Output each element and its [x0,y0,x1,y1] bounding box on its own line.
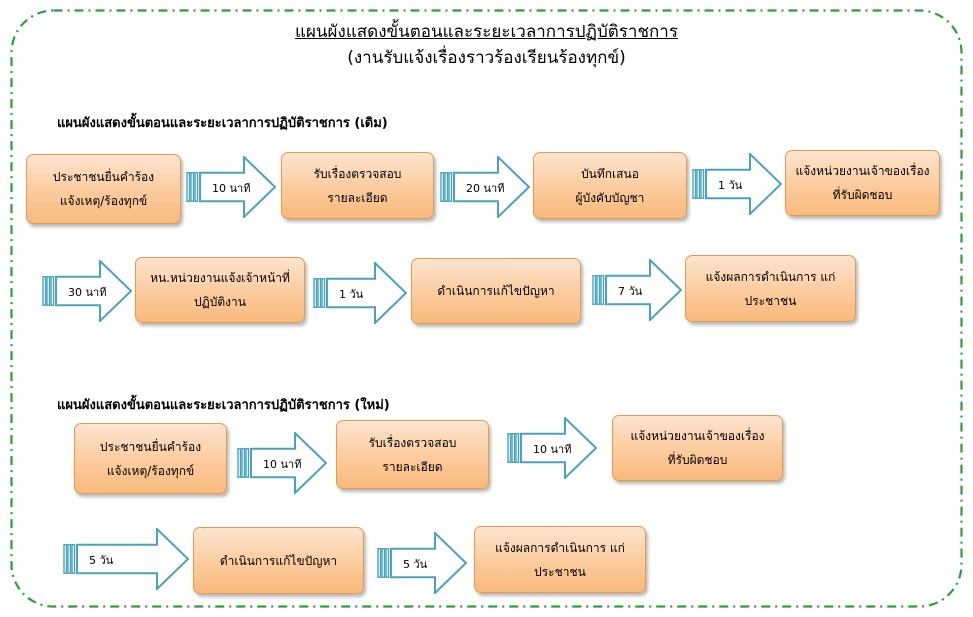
block-arrow-shape [440,156,530,218]
old-arrow-1: 10 นาที [186,156,276,218]
old-section-heading: แผนผังแสดงขั้นตอนและระยะเวลาการปฏิบัติรา… [57,116,388,131]
new-section-heading: แผนผังแสดงขั้นตอนและระยะเวลาการปฏิบัติรา… [57,398,390,413]
new-arrow-4: 5 วัน [377,532,467,594]
duration-label: 1 วัน [339,288,364,301]
new-step-4: ดำเนินการแก้ไขปัญหา [193,527,364,594]
block-arrow-shape [42,260,132,322]
old-step-1: ประชาชนยื่นคำร้อง แจ้งเหตุ/ร้องทุกข์ [26,154,181,224]
old-arrow-2: 20 นาที [440,156,530,218]
duration-label: 30 นาที [68,286,107,299]
old-step-2: รับเรื่องตรวจสอบ รายละเอียด [281,152,434,219]
old-step-7: แจ้งผลการดำเนินการ แก่ ประชาชน [685,255,856,322]
duration-label: 10 นาที [533,443,572,456]
old-arrow-6: 7 วัน [592,259,682,321]
block-arrow-shape [63,528,189,590]
old-step-3: บันทึกเสนอ ผู้บังคับบัญชา [533,152,687,219]
block-arrow-shape [507,417,597,479]
block-arrow-shape [237,432,327,494]
new-step-1: ประชาชนยื่นคำร้อง แจ้งเหตุ/ร้องทุกข์ [74,423,227,494]
new-arrow-1: 10 นาที [237,432,327,494]
old-arrow-3: 1 วัน [692,153,782,215]
old-arrow-4: 30 นาที [42,260,132,322]
block-arrow-shape [692,153,782,215]
page-subtitle: (งานรับแจ้งเรื่องราวร้องเรียนร้องทุกข์) [347,48,626,68]
new-step-3: แจ้งหน่วยงานเจ้าของเรื่อง ที่รับผิดชอบ [612,415,783,481]
block-arrow-shape [377,532,467,594]
page-title: แผนผังแสดงขั้นตอนและระยะเวลาการปฏิบัติรา… [295,22,678,42]
duration-label: 1 วัน [718,179,743,192]
duration-label: 10 นาที [212,182,251,195]
duration-label: 20 นาที [466,182,505,195]
new-step-5: แจ้งผลการดำเนินการ แก่ ประชาชน [474,526,646,593]
new-arrow-2: 10 นาที [507,417,597,479]
duration-label: 7 วัน [618,285,643,298]
block-arrow-shape [592,259,682,321]
old-step-5: หน.หน่วยงานแจ้งเจ้าหน้าที่ ปฏิบัติงาน [135,257,305,323]
old-arrow-5: 1 วัน [313,262,407,324]
block-arrow-shape [186,156,276,218]
duration-label: 10 นาที [263,458,302,471]
old-step-4: แจ้งหน่วยงานเจ้าของเรื่อง ที่รับผิดชอบ [785,150,940,216]
new-arrow-3: 5 วัน [63,528,189,590]
new-step-2: รับเรื่องตรวจสอบ รายละเอียด [336,420,489,489]
block-arrow-shape [313,262,407,324]
duration-label: 5 วัน [403,558,428,571]
old-step-6: ดำเนินการแก้ไขปัญหา [411,258,581,324]
duration-label: 5 วัน [89,554,114,567]
